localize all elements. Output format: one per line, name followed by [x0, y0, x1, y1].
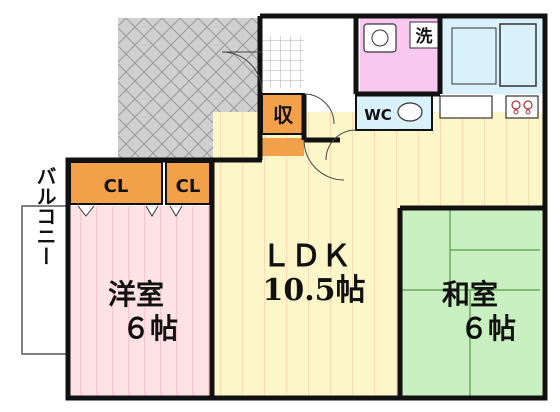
washroom-label-box	[409, 21, 439, 49]
washbasin-bowl	[371, 29, 389, 47]
storage-small-closet	[262, 138, 304, 156]
washroom-label: 洗	[416, 26, 433, 47]
balcony-side	[21, 205, 69, 355]
western-room-name: 洋室	[108, 278, 164, 311]
door-swings	[221, 51, 357, 181]
closet-door-marks	[77, 205, 183, 217]
balcony-label: バルコニー	[33, 166, 57, 266]
washbasin	[363, 23, 397, 53]
western-room-size: ６帖	[122, 312, 178, 345]
ldk-size: 10.5帖	[262, 273, 365, 308]
walls	[65, 13, 548, 401]
kitchen-sink	[439, 95, 493, 119]
storage-label: 収	[273, 103, 294, 127]
tatami-lines	[402, 210, 540, 396]
stove-burner-2	[523, 100, 533, 110]
stove-burner-3	[513, 109, 519, 115]
entrance-tile	[262, 36, 304, 88]
japanese-room-floor	[402, 208, 542, 398]
ldk-name: ＬＤＫ	[261, 239, 351, 274]
toilet-icon	[397, 102, 423, 122]
kitchen-stove	[505, 95, 539, 119]
japanese-room-name: 和室	[442, 278, 498, 311]
bathroom-counter	[451, 27, 497, 85]
japanese-room-size: ６帖	[460, 312, 516, 345]
wc-label: WC	[364, 106, 392, 124]
closet-left-label: CL	[104, 176, 129, 197]
stove-burner-1	[511, 100, 521, 110]
bathtub	[499, 23, 537, 87]
western-room-floor	[70, 206, 212, 398]
stove-burner-4	[525, 109, 531, 115]
closet-right-label: CL	[176, 176, 201, 197]
